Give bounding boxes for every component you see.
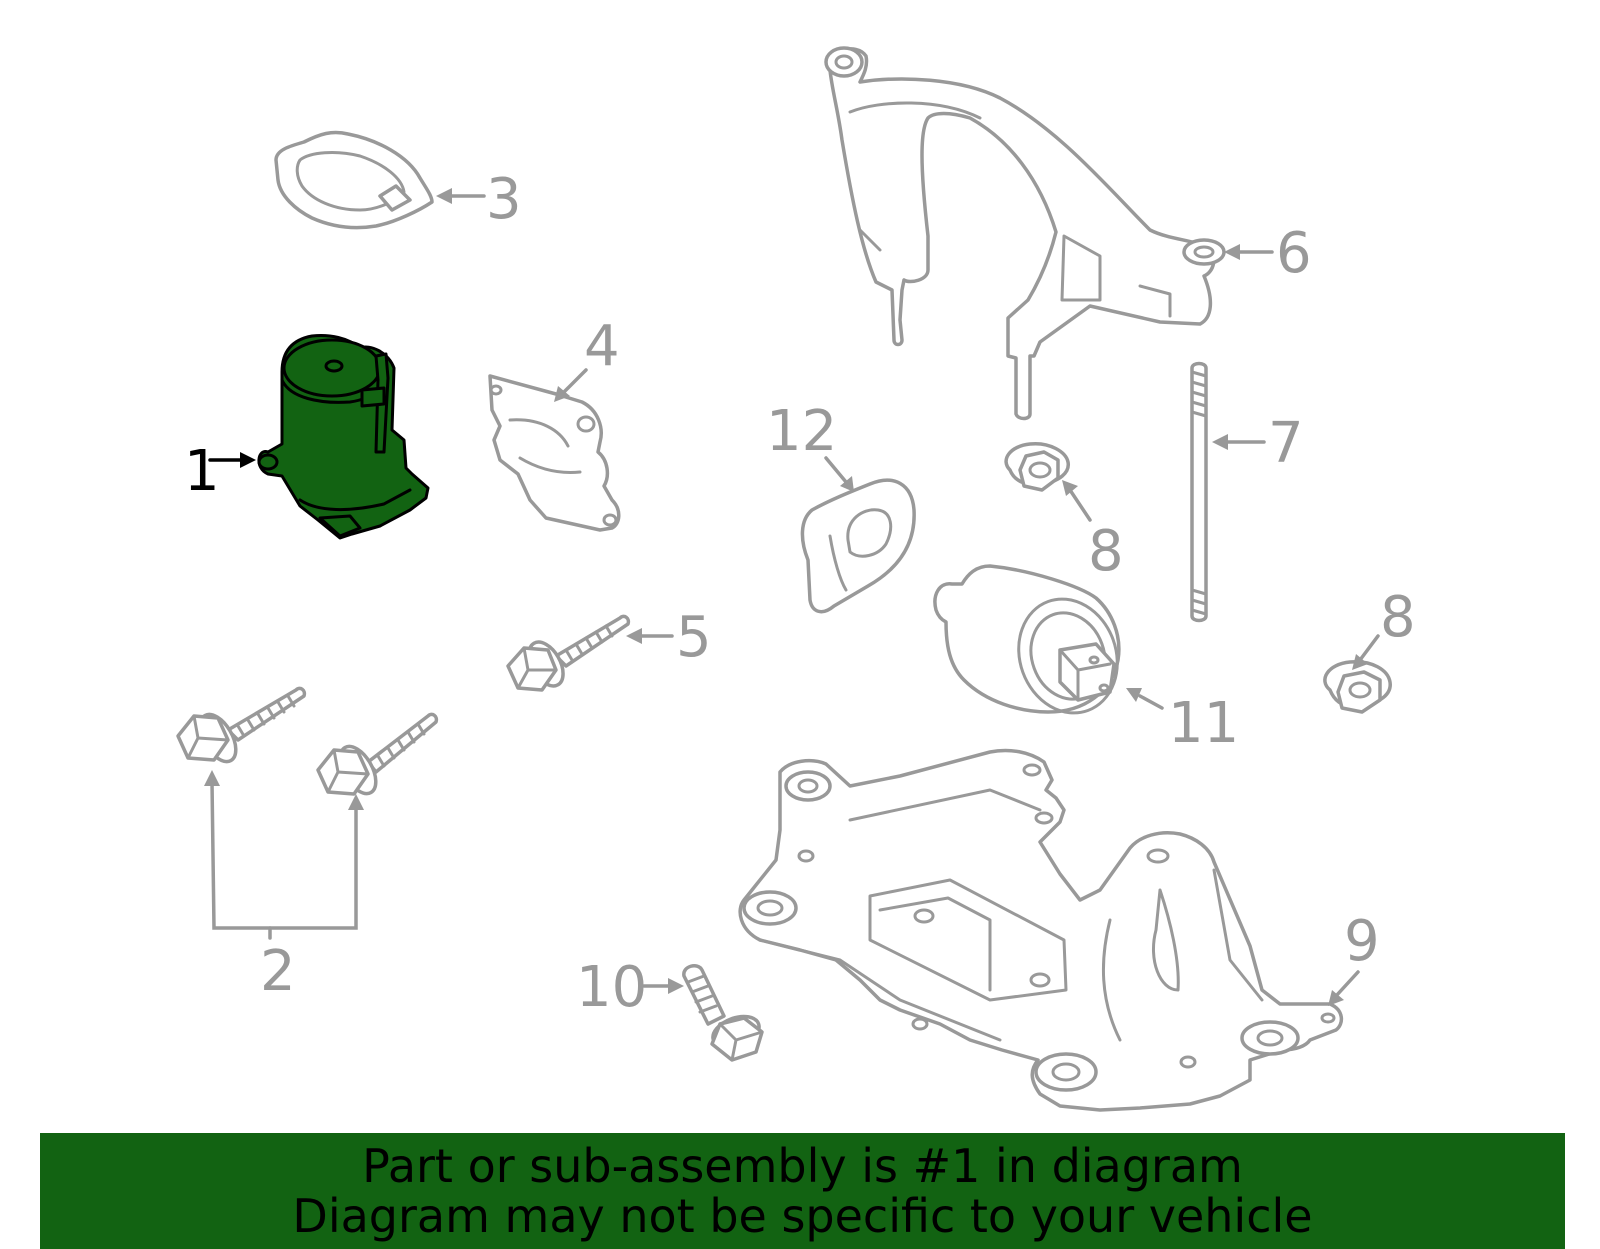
callout-1: 1 <box>184 439 220 504</box>
part-12-washer-plate[interactable] <box>800 478 916 614</box>
callout-11: 11 <box>1168 691 1239 756</box>
part-2-bolt-left[interactable] <box>176 686 307 767</box>
callout-labels: 1 2 3 4 5 6 7 8 8 9 10 11 12 <box>184 167 1416 1020</box>
part-10-bolt[interactable] <box>682 964 764 1062</box>
part-3-mount-plate[interactable] <box>274 130 434 230</box>
callout-12: 12 <box>766 399 837 464</box>
info-banner: Part or sub-assembly is #1 in diagram Di… <box>40 1133 1565 1249</box>
part-8-nut-right[interactable] <box>1323 660 1392 714</box>
part-6-support-arm[interactable] <box>824 46 1226 421</box>
part-7-stud[interactable] <box>1190 361 1208 623</box>
callout-leaders <box>204 188 1380 1006</box>
callout-5: 5 <box>676 605 712 670</box>
banner-line-2: Diagram may not be specific to your vehi… <box>292 1189 1313 1243</box>
callout-8-right: 8 <box>1380 585 1416 650</box>
callout-8-upper: 8 <box>1088 519 1124 584</box>
part-1-engine-mount[interactable] <box>257 334 430 540</box>
callout-2: 2 <box>260 939 296 1004</box>
callout-3: 3 <box>486 167 522 232</box>
callout-6: 6 <box>1276 221 1312 286</box>
callout-9: 9 <box>1344 909 1380 974</box>
callout-7: 7 <box>1268 411 1304 476</box>
part-2-bolt-right[interactable] <box>316 712 439 799</box>
part-4-bracket[interactable] <box>488 374 621 532</box>
callout-10: 10 <box>576 955 647 1020</box>
banner-line-1: Part or sub-assembly is #1 in diagram <box>362 1139 1243 1193</box>
part-9-subframe[interactable] <box>738 748 1344 1112</box>
part-11-bushing[interactable] <box>933 564 1133 727</box>
callout-4: 4 <box>584 314 620 379</box>
part-8-nut-upper[interactable] <box>1004 442 1070 492</box>
part-5-bolt[interactable] <box>506 614 631 692</box>
